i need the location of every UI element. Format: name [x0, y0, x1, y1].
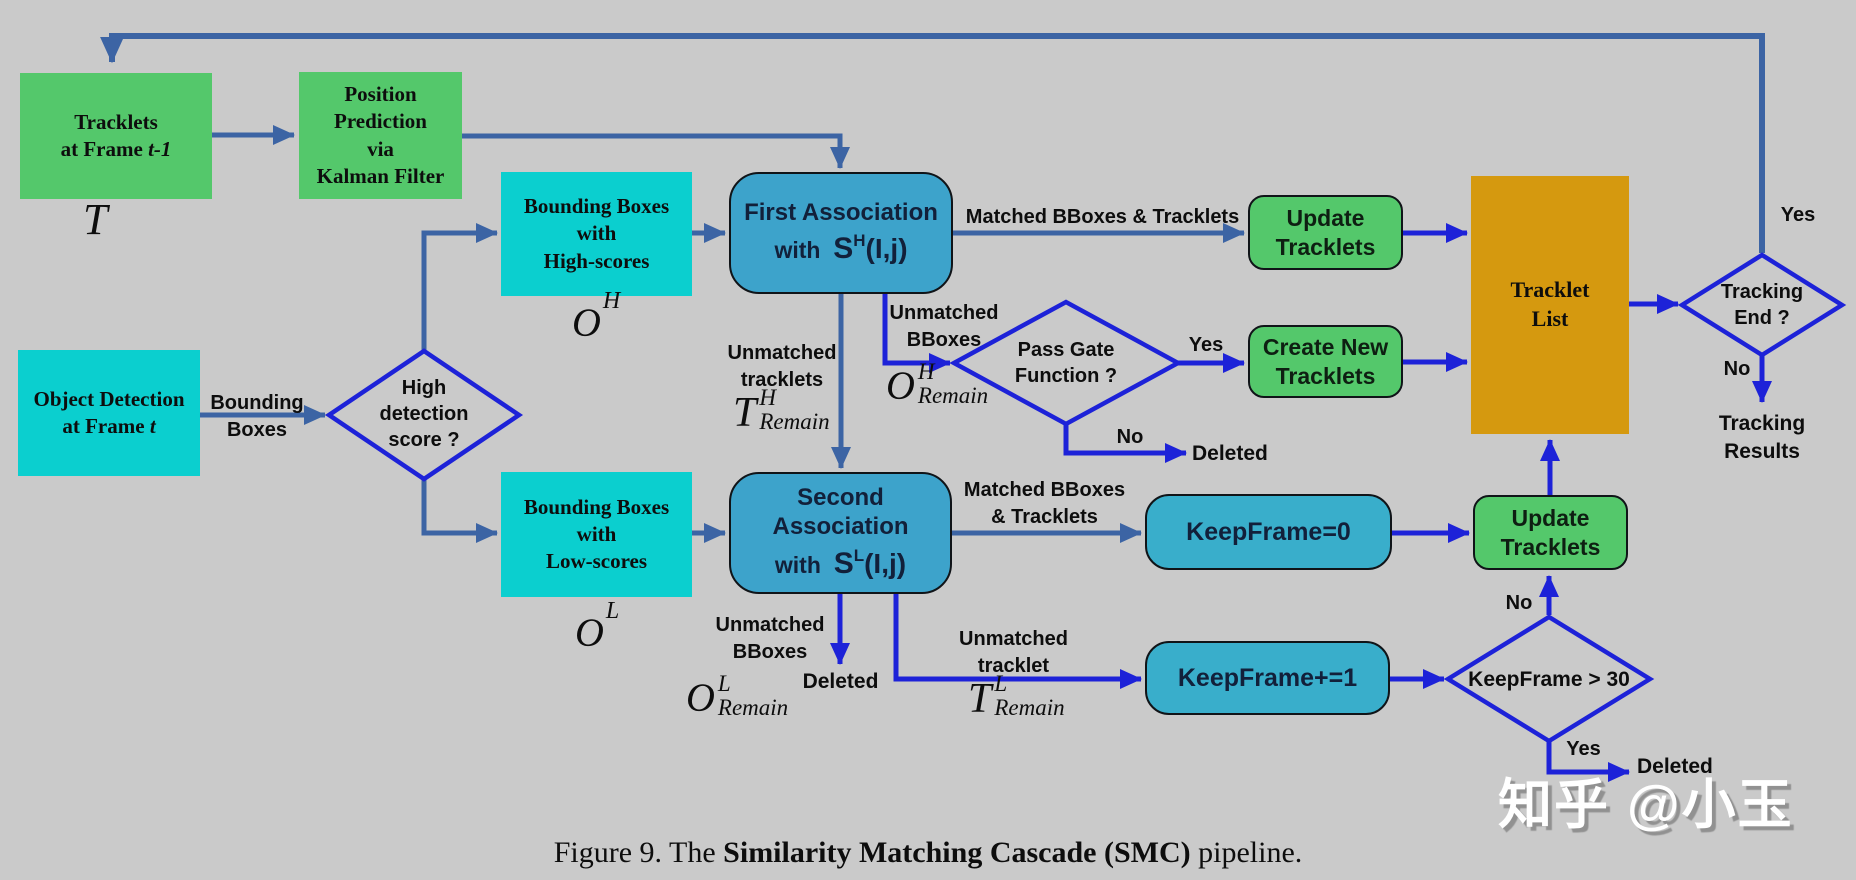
- unmatched-tracklet-l-label: Unmatched tracklet: [959, 628, 1068, 677]
- create-new-tracklets-node: Create New Tracklets: [1248, 325, 1403, 398]
- matched-bboxes-tracklets-label: Matched BBoxes & Tracklets: [965, 206, 1240, 228]
- keepframe30-diamond: [1443, 614, 1655, 744]
- update-tracklets-1-node: Update Tracklets: [1248, 195, 1403, 270]
- unmatched-tracklets-label: Unmatched tracklets: [727, 342, 837, 391]
- pass-gate-yes-label: Yes: [1188, 334, 1224, 356]
- second-assoc-deleted-label: Deleted: [802, 670, 879, 693]
- bounding-boxes-label: Bounding Boxes: [210, 392, 304, 441]
- tracking-end-diamond-label: Tracking End ?: [1720, 281, 1804, 329]
- update-tracklets-2-node: Update Tracklets: [1473, 495, 1628, 570]
- keepframe30-yes-label: Yes: [1566, 738, 1601, 760]
- edge-position-to-firstassoc: [462, 133, 850, 170]
- edge-passgate-no-deleted: [1063, 424, 1188, 463]
- matched-bboxes-tracklets-2-label: Matched BBoxes & Tracklets: [963, 479, 1126, 528]
- edge-highscore-to-bboxhigh: [421, 223, 499, 352]
- keepframe30-diamond-label: KeepFrame > 30: [1468, 668, 1630, 691]
- tracklets-node: Tracklets at Frame t-1: [20, 73, 212, 199]
- math-bbox-low-set: OL: [575, 598, 620, 655]
- pass-gate-no-label: No: [1116, 426, 1144, 448]
- first-association-node: First Association with SH(I,j): [729, 172, 953, 294]
- math-tracklet-set: T: [83, 195, 108, 244]
- keepframe-increment-node: KeepFrame+=1: [1145, 641, 1390, 715]
- object-detection-node: Object Detection at Frame t: [18, 350, 200, 476]
- edge-trackingend-yes-loop: [100, 33, 1765, 253]
- high-score-diamond: [324, 348, 524, 482]
- position-prediction-node: Position Prediction via Kalman Filter: [299, 72, 462, 199]
- second-association-node: Second Association with SL(I,j): [729, 472, 952, 594]
- edge-kf30-yes-deleted: [1546, 741, 1631, 782]
- edge-highscore-to-bboxlow: [421, 478, 499, 543]
- tracking-end-yes-label: Yes: [1780, 204, 1816, 226]
- pass-gate-diamond: [949, 299, 1183, 427]
- zhihu-watermark: 知乎 @小玉: [1498, 775, 1794, 835]
- edge-secondassoc-to-keepframeinc: [893, 594, 1143, 689]
- figure-caption: Figure 9. The Similarity Matching Cascad…: [553, 836, 1303, 869]
- pass-gate-deleted-label: Deleted: [1192, 442, 1268, 465]
- high-score-diamond-label: High detection score ?: [379, 377, 469, 451]
- bbox-low-node: Bounding Boxes with Low-scores: [501, 472, 692, 597]
- bbox-high-node: Bounding Boxes with High-scores: [501, 172, 692, 296]
- edge-firstassoc-to-passgate: [882, 294, 952, 373]
- keepframe30-no-label: No: [1505, 592, 1533, 614]
- unmatched-bboxes-l-label: Unmatched BBoxes: [715, 614, 825, 663]
- keepframe-reset-node: KeepFrame=0: [1145, 494, 1392, 570]
- math-bbox-high-set: OH: [572, 288, 621, 345]
- tracking-end-no-label: No: [1723, 358, 1751, 380]
- keepframe30-deleted-label: Deleted: [1637, 755, 1713, 778]
- tracking-end-diamond: [1677, 252, 1847, 358]
- pass-gate-diamond-label: Pass Gate Function ?: [1014, 339, 1118, 387]
- tracking-results-label: Tracking Results: [1718, 412, 1806, 464]
- tracklet-list-node: Tracklet List: [1471, 176, 1629, 434]
- unmatched-bboxes-h-label: Unmatched BBoxes: [889, 302, 999, 351]
